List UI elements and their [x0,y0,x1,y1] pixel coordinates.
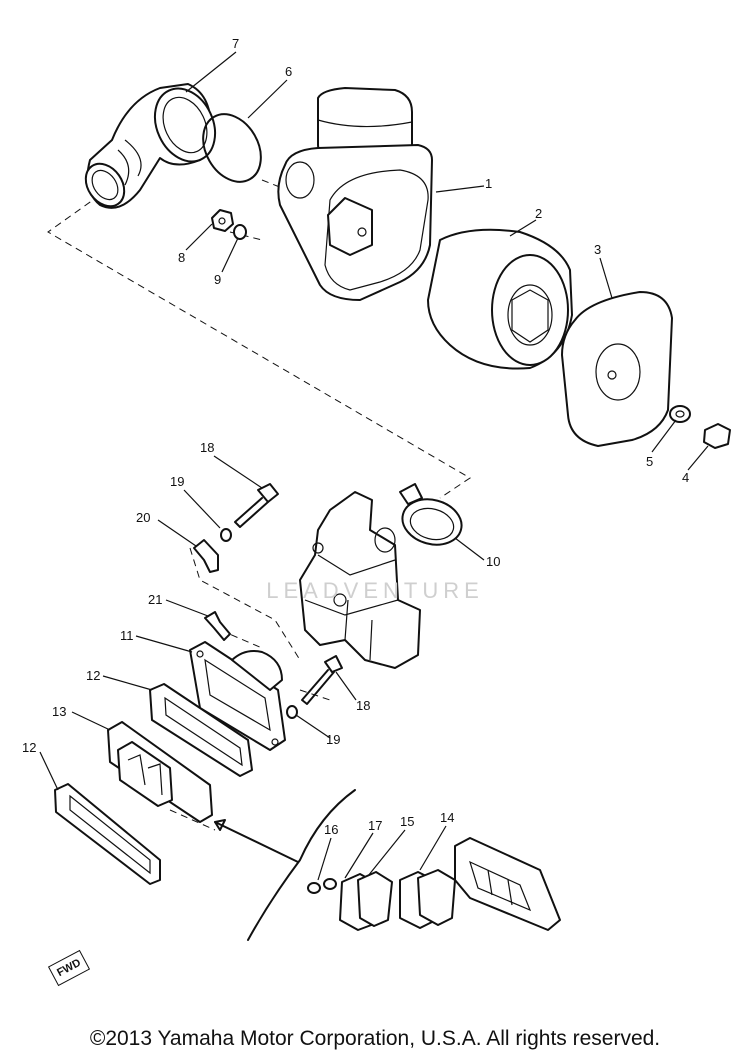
bolt-part-18-lower [301,655,343,705]
callout-21: 21 [148,592,162,607]
reed-stopper-part-14 [454,837,561,931]
screw-part-16 [307,878,337,894]
callout-17: 17 [368,818,382,833]
callout-6: 6 [285,64,292,79]
callout-9: 9 [214,272,221,287]
callout-leaders [39,51,709,881]
bolt-part-4 [703,423,731,449]
callout-19-upper: 19 [170,474,184,489]
callout-8: 8 [178,250,185,265]
washer-part-5 [669,405,691,423]
callout-12-upper: 12 [86,668,100,683]
screw-part-21 [204,611,231,641]
washer-part-19-upper [220,528,232,542]
intake-elbow-part-7 [84,83,217,209]
callout-2: 2 [535,206,542,221]
callout-4: 4 [682,470,689,485]
nut-part-8 [211,209,234,232]
gasket-part-12-lower [54,783,161,885]
reed-valve-part-13 [107,721,213,823]
gasket-part-12-upper [149,683,253,777]
callout-7: 7 [232,36,239,51]
filter-element-part-2 [427,228,573,370]
bracket-part-20 [193,539,219,573]
carburetor-joint-part-11 [189,641,286,751]
detail-brace [214,789,356,941]
callout-13: 13 [52,704,66,719]
callout-11: 11 [120,628,134,643]
callout-16: 16 [324,822,338,837]
callout-14: 14 [440,810,454,825]
copyright-notice: ©2013 Yamaha Motor Corporation, U.S.A. A… [89,1027,661,1050]
washer-part-19-lower [286,705,298,719]
bolt-part-18-upper [234,483,279,528]
watermark: LEADVENTURE [266,578,484,603]
callout-20: 20 [136,510,150,525]
callout-3: 3 [594,242,601,257]
reed-part-17 [339,871,393,931]
callout-5: 5 [646,454,653,469]
washer-part-9-upper [233,224,247,240]
callout-15: 15 [400,814,414,829]
carburetor-body [299,491,421,669]
callout-1: 1 [485,176,492,191]
o-ring-part-6 [202,113,262,183]
case-cover-part-3 [561,291,673,447]
callout-12-lower: 12 [22,740,36,755]
air-cleaner-case-part-1 [277,87,433,301]
reed-part-15 [399,869,456,929]
hose-clamp-part-10 [399,483,463,546]
callout-18-upper: 18 [200,440,214,455]
callout-18-lower: 18 [356,698,370,713]
callout-10: 10 [486,554,500,569]
callout-19-lower: 19 [326,732,340,747]
callout-labels: 7 6 1 2 3 8 9 5 4 18 19 20 10 21 11 12 1… [22,36,689,837]
